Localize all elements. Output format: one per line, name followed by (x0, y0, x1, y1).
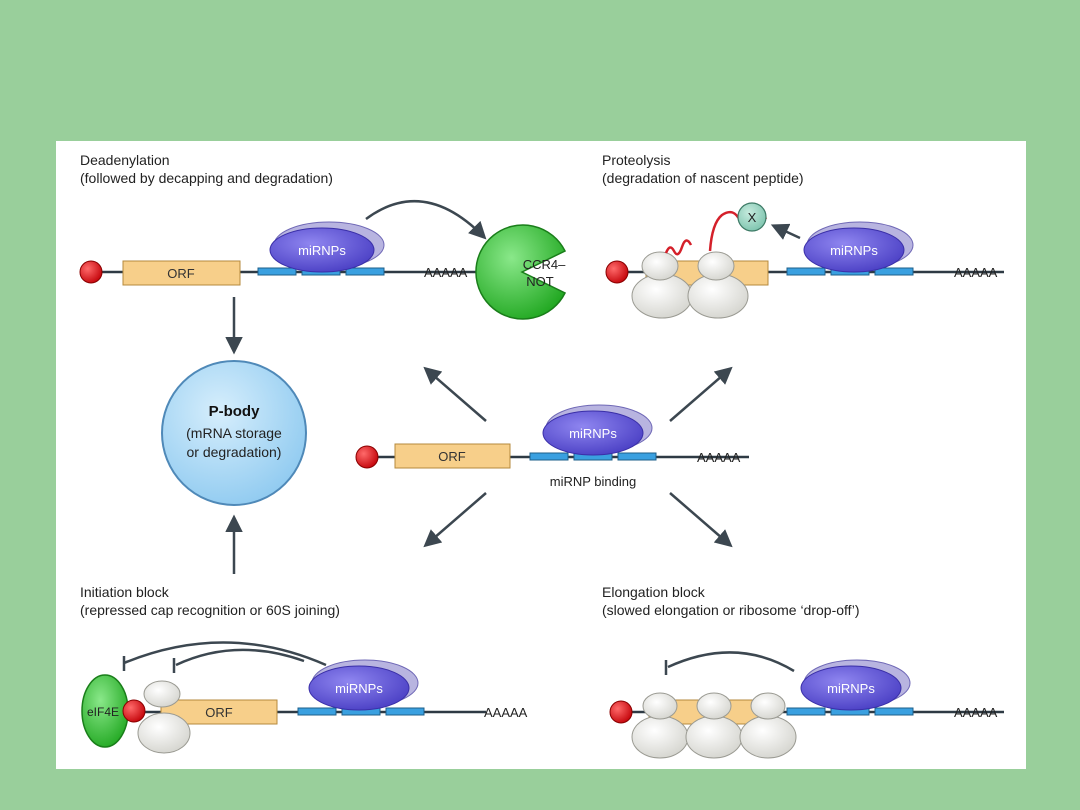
pbody-title: P-body (209, 403, 260, 420)
polya-tail-label: AAAAA (954, 705, 998, 720)
ribosome-small-subunit (641, 251, 679, 281)
proteolysis-title: Proteolysis (602, 152, 670, 168)
diagram-panel: Deadenylation (followed by decapping and… (56, 141, 1026, 769)
mirna-mechanisms-diagram: Deadenylation (followed by decapping and… (79, 152, 1004, 759)
polya-tail-label: AAAAA (697, 450, 741, 465)
mirnp-binding-caption: miRNP binding (550, 474, 636, 489)
mirnp-complex (542, 410, 644, 456)
ribosome-small-subunit (642, 692, 678, 720)
p-body (161, 360, 307, 506)
arrow-to-initiation (423, 492, 487, 548)
initiation-title: Initiation block (80, 584, 170, 600)
mirnps-label: miRNPs (830, 243, 878, 258)
ribosome-small-subunit (696, 692, 732, 720)
mirnp-complex (800, 665, 902, 711)
elongation-title: Elongation block (602, 584, 706, 600)
nascent-peptide (664, 239, 693, 256)
orf-label: ORF (438, 449, 466, 464)
ribosome-small-subunit (143, 680, 181, 708)
center-mrna: ORF miRNPs AAAAA miRNP binding (355, 404, 749, 489)
polya-tail-label: AAAAA (424, 265, 468, 280)
cap-icon (355, 445, 379, 469)
proteolysis-subtitle: (degradation of nascent peptide) (602, 170, 804, 186)
polya-tail-label: AAAAA (954, 265, 998, 280)
eif4e-label: eIF4E (87, 705, 119, 719)
ribosome-large-subunit (687, 273, 749, 319)
elongation-mrna: miRNPs AAAAA (609, 651, 1004, 759)
ribosome-large-subunit (739, 715, 797, 759)
ribosome-small-subunit (697, 251, 735, 281)
cap-icon (609, 700, 633, 724)
deadenylation-subtitle: (followed by decapping and degradation) (80, 170, 333, 186)
mirnps-label: miRNPs (569, 426, 617, 441)
arrow-to-proteolysis (669, 366, 733, 422)
mirnps-label: miRNPs (298, 243, 346, 258)
polya-tail-label: AAAAA (484, 705, 528, 720)
initiation-mrna: ORF eIF4E miRNPs AAAAA (81, 641, 528, 754)
inhibit-cap-recognition (123, 641, 327, 667)
mirnp-complex (308, 665, 410, 711)
pbody-line2: or degradation) (187, 444, 282, 460)
initiation-subtitle: (repressed cap recognition or 60S joinin… (80, 602, 340, 618)
ribosome-large-subunit (137, 712, 191, 754)
recruit-protease-arrow (770, 223, 801, 240)
cap-icon (79, 260, 103, 284)
arrow-to-deadenylation (423, 366, 487, 422)
ribosome-large-subunit (631, 715, 689, 759)
protease-x (737, 202, 767, 232)
inhibit-elongation (667, 651, 795, 673)
deadenylation-mrna: ORF miRNPs AAAAA CCR4– NOT (79, 200, 567, 355)
arrow-to-elongation (669, 492, 733, 548)
mirnp-complex (803, 227, 905, 273)
cap-icon (122, 699, 146, 723)
elongation-subtitle: (slowed elongation or ribosome ‘drop-off… (602, 602, 860, 618)
ribosome-small-subunit (750, 692, 786, 720)
inhibit-60s-joining (175, 648, 305, 667)
mirnps-label: miRNPs (827, 681, 875, 696)
mirnps-label: miRNPs (335, 681, 383, 696)
ribosome-large-subunit (631, 273, 693, 319)
ccr4-not-complex (475, 224, 567, 320)
deadenylation-title: Deadenylation (80, 152, 170, 168)
proteolysis-mrna: miRNPs AAAAA X (605, 202, 1004, 319)
recruit-arrow (365, 200, 487, 240)
orf-label: ORF (167, 266, 195, 281)
protease-x-label: X (748, 210, 757, 225)
mirnp-complex (269, 227, 375, 273)
cap-icon (605, 260, 629, 284)
ribosome-large-subunit (685, 715, 743, 759)
ccr4-label: CCR4– (523, 257, 566, 272)
pbody-line1: (mRNA storage (186, 425, 282, 441)
not-label: NOT (526, 274, 554, 289)
orf-label: ORF (205, 705, 233, 720)
